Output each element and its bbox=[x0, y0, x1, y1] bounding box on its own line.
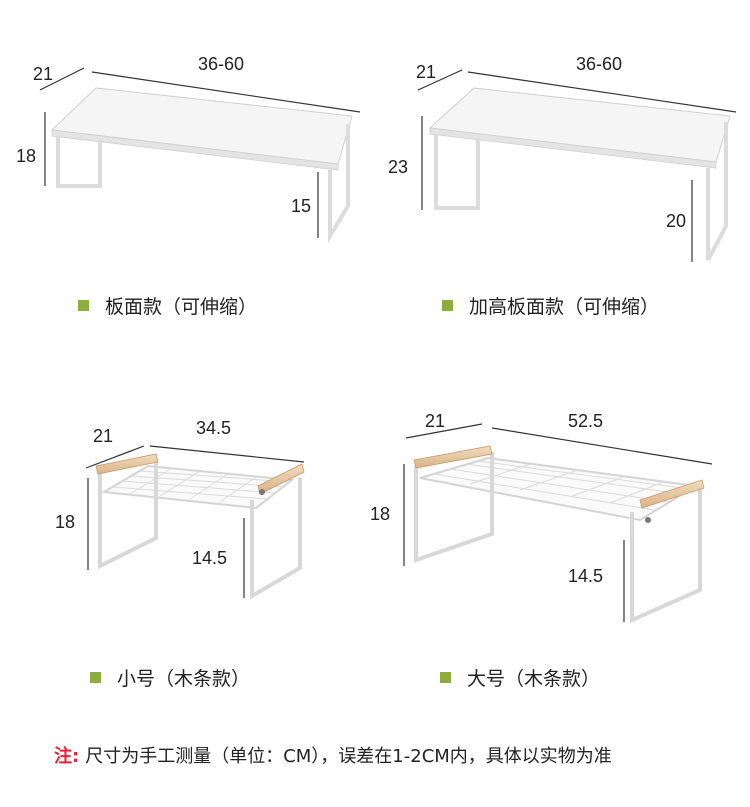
bullet-square-icon bbox=[78, 300, 89, 311]
shelf-3-drawing bbox=[85, 445, 305, 600]
shelf-leg-right-1 bbox=[328, 124, 350, 244]
shelf-2-drawing bbox=[417, 69, 737, 262]
shelf-leg-left-1 bbox=[56, 136, 102, 188]
bullet-square-icon bbox=[440, 672, 451, 683]
dim-inner-4: 14.5 bbox=[568, 566, 604, 586]
caption-product-2: 加高板面款（可伸缩） bbox=[442, 292, 659, 319]
dim-width-4: 52.5 bbox=[568, 411, 604, 431]
dim-depth-4: 21 bbox=[425, 411, 446, 431]
wood-bar-left-4 bbox=[413, 445, 493, 469]
dim-height-2: 23 bbox=[388, 157, 409, 177]
bullet-square-icon bbox=[90, 672, 101, 683]
caption-product-3: 小号（木条款） bbox=[90, 664, 250, 691]
dim-line-depth-1 bbox=[39, 67, 85, 91]
note-text: 尺寸为手工测量（单位：CM），误差在1-2CM内，具体以实物为准 bbox=[85, 746, 612, 767]
dim-depth-1: 21 bbox=[33, 64, 54, 84]
caption-text-1: 板面款（可伸缩） bbox=[105, 296, 258, 318]
dim-depth-3: 21 bbox=[93, 426, 114, 446]
caption-text-2: 加高板面款（可伸缩） bbox=[469, 296, 660, 318]
dim-inner-1: 15 bbox=[291, 196, 312, 216]
dim-height-1: 18 bbox=[16, 146, 37, 166]
dim-width-1: 36-60 bbox=[198, 54, 245, 74]
dim-inner-2: 20 bbox=[666, 211, 687, 231]
dim-inner-3: 14.5 bbox=[192, 548, 228, 568]
shelf-4-drawing bbox=[403, 423, 713, 624]
measurement-note: 注:尺寸为手工测量（单位：CM），误差在1-2CM内，具体以实物为准 bbox=[54, 742, 612, 768]
bullet-square-icon bbox=[442, 300, 453, 311]
dim-line-width-1 bbox=[91, 71, 361, 113]
dim-width-3: 34.5 bbox=[196, 418, 232, 438]
dim-depth-2: 21 bbox=[416, 62, 437, 82]
wood-bar-left-3 bbox=[95, 453, 159, 475]
caption-product-1: 板面款（可伸缩） bbox=[78, 292, 257, 319]
wood-bar-right-4 bbox=[639, 479, 705, 509]
caption-product-4: 大号（木条款） bbox=[440, 664, 600, 691]
note-lead: 注: bbox=[54, 746, 80, 767]
caption-text-4: 大号（木条款） bbox=[467, 668, 601, 690]
shelf-1-drawing bbox=[39, 67, 361, 244]
dim-width-2: 36-60 bbox=[576, 54, 623, 74]
dim-height-4: 18 bbox=[370, 504, 391, 524]
caption-text-3: 小号（木条款） bbox=[117, 668, 251, 690]
dim-height-3: 18 bbox=[55, 512, 76, 532]
